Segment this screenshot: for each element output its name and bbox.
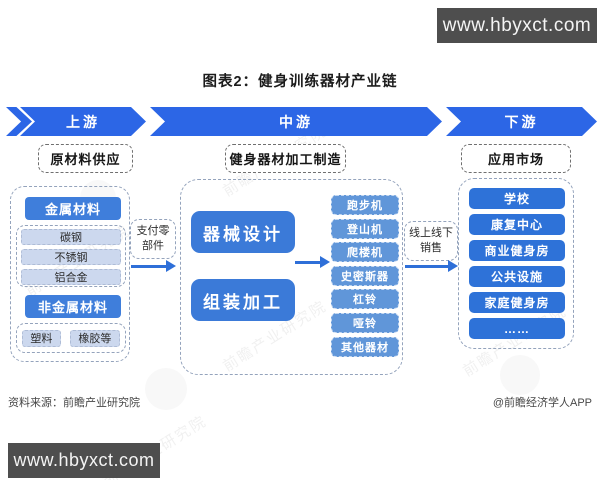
downstream-container: 学校 康复中心 商业健身房 公共设施 家庭健身房 ……	[458, 178, 574, 349]
banner-segment-midstream: 中游	[150, 107, 442, 136]
credit-note: @前瞻经济学人APP	[492, 397, 592, 409]
banner-label: 中游	[279, 113, 313, 130]
market-item: 康复中心	[469, 214, 565, 235]
material-item: 碳钢	[21, 229, 121, 245]
watermark-logo	[500, 355, 540, 395]
market-list: 学校 康复中心 商业健身房 公共设施 家庭健身房 ……	[469, 188, 565, 339]
market-item: 公共设施	[469, 266, 565, 287]
metal-items-group: 碳钢 不锈钢 铝合金	[16, 225, 126, 287]
upstream-container: 金属材料 碳钢 不锈钢 铝合金 非金属材料 塑料 橡胶等	[10, 186, 130, 362]
section-label-application-market: 应用市场	[461, 144, 571, 173]
right-arrow-icon	[131, 260, 176, 271]
section-label-raw-materials: 原材料供应	[38, 144, 133, 173]
product-item: 史密斯器	[331, 265, 399, 286]
connector-parts-supply: 支付零部件	[130, 219, 176, 259]
process-box-design: 器械设计	[191, 211, 295, 253]
market-item: 家庭健身房	[469, 292, 565, 313]
process-box-assembly: 组装加工	[191, 279, 295, 321]
website-banner-top: www.hbyxct.com	[437, 8, 597, 43]
product-item: 哑铃	[331, 312, 399, 333]
connector-online-offline-sales: 线上线下销售	[404, 221, 458, 261]
figure-title: 图表2：健身训练器材产业链	[202, 74, 398, 90]
right-arrow-icon	[405, 260, 458, 271]
banner-label: 上游	[66, 113, 100, 130]
banner-segment-downstream: 下游	[446, 107, 597, 136]
product-item: 其他器材	[331, 336, 399, 357]
material-item: 塑料	[22, 329, 61, 347]
market-item: 商业健身房	[469, 240, 565, 261]
watermark-logo	[145, 368, 187, 410]
material-item: 橡胶等	[69, 329, 120, 347]
product-list: 跑步机 登山机 爬楼机 史密斯器 杠铃 哑铃 其他器材	[331, 195, 399, 357]
right-arrow-icon	[295, 256, 330, 267]
group-header-nonmetal: 非金属材料	[25, 295, 121, 318]
product-item: 爬楼机	[331, 242, 399, 263]
product-item: 跑步机	[331, 195, 399, 215]
midstream-container: 器械设计 组装加工 跑步机 登山机 爬楼机 史密斯器 杠铃 哑铃 其他器材	[180, 179, 403, 375]
banner-segment-upstream: 上游	[20, 107, 146, 136]
material-item: 不锈钢	[21, 249, 121, 265]
banner-label: 下游	[504, 113, 539, 130]
section-label-manufacturing: 健身器材加工制造	[225, 144, 346, 173]
material-item: 铝合金	[21, 269, 121, 285]
product-item: 杠铃	[331, 289, 399, 310]
market-item: ……	[469, 318, 565, 339]
source-note: 资料来源：前瞻产业研究院	[8, 397, 140, 409]
nonmetal-items-group: 塑料 橡胶等	[16, 323, 126, 353]
market-item: 学校	[469, 188, 565, 209]
website-banner-bottom: www.hbyxct.com	[8, 443, 160, 478]
product-item: 登山机	[331, 218, 399, 239]
group-header-metal: 金属材料	[25, 197, 121, 220]
